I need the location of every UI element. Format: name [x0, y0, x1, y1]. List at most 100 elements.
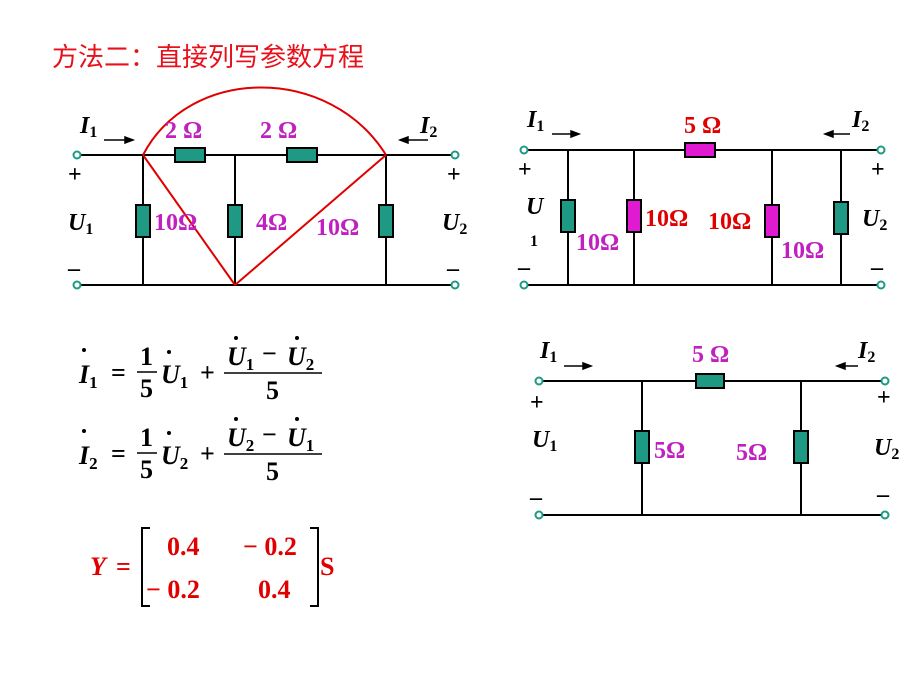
circuit-right-bottom — [540, 380, 884, 516]
dot-accent — [234, 417, 238, 421]
eq2-term: U2 — [161, 441, 188, 473]
red-line — [234, 154, 387, 286]
red-overlay — [142, 86, 387, 286]
label-minus-left: – — [67, 256, 81, 282]
terminal — [72, 280, 82, 290]
eq1-plus: + — [200, 358, 215, 387]
terminal — [876, 145, 886, 155]
resistor-10ohm-d — [833, 201, 849, 235]
label-plus-left: + — [518, 157, 532, 183]
label-I2: I2 — [851, 107, 869, 135]
label-shunt-mid: 4Ω — [256, 210, 287, 236]
terminal — [880, 376, 890, 386]
label-minus-left: – — [517, 255, 531, 281]
label-series-5ohm: 5 Ω — [692, 342, 729, 368]
label-U1: U1 — [68, 210, 93, 238]
dot-accent — [234, 336, 238, 340]
matrix-r2c2: 0.4 — [258, 575, 291, 604]
label-U1: U — [526, 194, 545, 220]
resistor-2ohm-right — [286, 147, 318, 163]
label-U1-sub: 1 — [530, 233, 538, 250]
terminal — [534, 376, 544, 386]
matrix-symbol: Y — [90, 552, 108, 581]
terminal — [72, 150, 82, 160]
label-U2: U2 — [862, 206, 887, 234]
eq1-num: 1 — [140, 342, 153, 371]
eq1-equals: = — [111, 358, 126, 387]
arrowhead-icon — [834, 361, 846, 371]
resistor-5ohm-left — [634, 430, 650, 464]
label-minus-right: – — [870, 255, 884, 281]
label-shunt-left: 5Ω — [654, 438, 685, 464]
eq2-num-a: U2 — [227, 423, 254, 455]
label-I1: I1 — [79, 113, 97, 141]
eq2-num: 1 — [140, 423, 153, 452]
resistor-10ohm-a — [560, 199, 576, 233]
terminal — [519, 145, 529, 155]
equation-1: I1 = 1 5 U1 + U1 − U2 5 — [78, 336, 322, 405]
equation-2: I2 = 1 5 U2 + U2 − U1 5 — [78, 417, 322, 486]
eq1-minus: − — [262, 339, 277, 368]
eq1-den-b: 5 — [266, 376, 279, 405]
admittance-matrix: Y = 0.4 − 0.2 − 0.2 0.4 S — [90, 527, 334, 607]
label-plus-left: + — [68, 162, 82, 188]
resistor-10ohm-c — [764, 204, 780, 238]
label-shunt-left: 10Ω — [154, 210, 197, 236]
dot-accent — [82, 348, 86, 352]
bracket-left — [141, 527, 150, 607]
eq1-den: 5 — [140, 374, 153, 403]
resistor-10ohm-left — [135, 204, 151, 238]
label-shunt-right: 10Ω — [316, 215, 359, 241]
eq1-num-a: U1 — [227, 342, 254, 374]
bracket-right — [310, 527, 319, 607]
arrowhead-icon — [822, 129, 834, 139]
terminal — [450, 150, 460, 160]
eq2-num-b: U1 — [287, 423, 314, 455]
label-plus-right: + — [877, 385, 891, 411]
arrowhead-icon — [124, 135, 136, 145]
arrowhead-icon — [397, 135, 409, 145]
label-I2: I2 — [419, 113, 437, 141]
terminal — [876, 280, 886, 290]
matrix-r1c2: − 0.2 — [243, 532, 297, 561]
label-minus-right: – — [876, 482, 890, 508]
resistor-10ohm-b — [626, 199, 642, 233]
label-series-left: 2 Ω — [165, 118, 202, 144]
resistor-5ohm — [684, 142, 716, 158]
arrowhead-icon — [582, 361, 594, 371]
label-minus-right: – — [446, 256, 460, 282]
label-plus-left: + — [530, 390, 544, 416]
label-U2: U2 — [874, 435, 899, 463]
matrix-r1c1: 0.4 — [167, 532, 200, 561]
circuit-right-top — [525, 149, 880, 286]
label-r-d: 10Ω — [781, 238, 824, 264]
eq2-den-b: 5 — [266, 457, 279, 486]
terminal — [519, 280, 529, 290]
label-plus-right: + — [871, 157, 885, 183]
slide-title: 方法二：直接列写参数方程 — [52, 43, 364, 73]
eq2-plus: + — [200, 439, 215, 468]
eq2-den: 5 — [140, 455, 153, 484]
terminal — [450, 280, 460, 290]
resistor-5ohm-series — [695, 373, 725, 389]
label-shunt-right: 5Ω — [736, 440, 767, 466]
matrix-equals: = — [116, 552, 131, 581]
eq1-lhs: I1 — [78, 360, 98, 392]
resistor-2ohm-left — [174, 147, 206, 163]
terminal — [880, 510, 890, 520]
eq2-minus: − — [262, 420, 277, 449]
eq1-num-b: U2 — [287, 342, 314, 374]
label-series-5ohm: 5 Ω — [684, 113, 721, 139]
resistor-5ohm-right — [793, 430, 809, 464]
dot-accent — [295, 336, 299, 340]
label-minus-left: – — [529, 485, 543, 511]
eq2-lhs: I2 — [78, 441, 98, 473]
label-I1: I1 — [539, 338, 557, 366]
matrix-unit: S — [320, 552, 334, 581]
arrowhead-icon — [570, 129, 582, 139]
terminal — [534, 510, 544, 520]
label-series-right: 2 Ω — [260, 118, 297, 144]
dot-accent — [295, 417, 299, 421]
